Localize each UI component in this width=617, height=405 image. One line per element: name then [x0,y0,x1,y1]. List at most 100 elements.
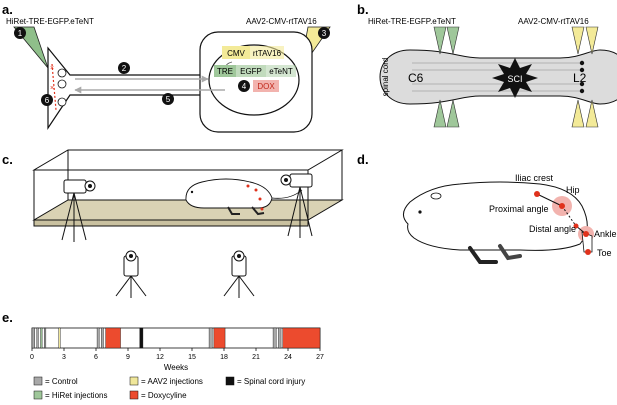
panel-d-label: d. [357,152,369,167]
rat-front-leg-2 [498,244,522,261]
timeline-segment-control-9 [208,327,213,349]
segment-hip-knee [561,205,577,227]
step-4-label: 4 [242,82,247,91]
rat-body [403,181,588,251]
toe-label: Toe [597,248,612,258]
step-1-label: 1 [18,29,23,38]
legend-label-dox: = Doxycyline [141,391,187,400]
l2-label: L2 [573,71,587,85]
timeline-segment-control-12 [278,327,282,349]
timeline-xlabel: Weeks [164,363,188,372]
c6-label: C6 [408,71,424,85]
l2-top-cone-right [585,26,599,55]
timeline-tick-label-6: 6 [94,354,98,361]
hip-label: Hip [566,185,580,195]
cmv-box [222,46,250,59]
panel-b-right-injection: AAV2-CMV-rtTAV16 [518,17,589,26]
panel-d: d. Iliac crest Hip Proximal angle Distal… [357,152,617,264]
sci-burst [492,58,538,98]
tre-box [214,65,236,77]
legend-swatch-aav2 [129,376,139,386]
dox-label: DOX [257,82,275,91]
tre-label: TRE [217,67,233,76]
step-2-label: 2 [122,64,127,73]
dox-box [253,80,279,92]
rat-ear [430,192,442,200]
timeline-segment-dox-7 [105,327,121,349]
timeline-tick-label-21: 21 [252,354,260,361]
segment-iliac-hip [536,193,563,207]
legend-swatch-control [33,376,43,386]
timeline-legend: = Control= HiRet injections= AAV2 inject… [33,376,305,400]
rttav16-box [250,46,284,59]
camera-right [280,173,313,238]
c6-bottom-cone-left [433,99,447,128]
timeline-segment-control-5 [96,327,100,349]
l2-bottom-cone-left [571,99,585,128]
marker-hip [559,203,565,209]
marker-iliac-crest [534,191,540,197]
timeline-segment-control-0 [31,327,35,349]
camera-left [61,179,96,242]
egfp-box [236,65,266,77]
timeline-segment-control-6 [101,327,104,349]
panel-b: b. HiRet-TRE-EGFP.eTeNT AAV2-CMV-rtTAV16… [357,2,617,128]
step-5-badge [162,93,174,105]
runway-top [32,149,344,171]
cmv-label: CMV [227,49,245,58]
iliac-crest-label: Iliac crest [515,173,554,183]
panel-a-label: a. [2,2,13,17]
proximal-angle-label: Proximal angle [489,204,549,214]
motor-neuron-2 [579,67,585,73]
l2-bottom-cone-right [585,99,599,128]
timeline-segment-sci-8 [139,327,144,349]
step-3-label: 3 [322,29,327,38]
timeline-tick-label-9: 9 [126,354,130,361]
c6-top-cone-left [433,26,447,55]
timeline-tick-label-15: 15 [188,354,196,361]
distal-angle-label: Distal angle [529,224,576,234]
timeline-tick-label-18: 18 [220,354,228,361]
block-mark-1: × [50,65,54,72]
motor-neuron-4 [579,88,585,94]
timeline-segment-dox-13 [282,327,321,349]
step-5-label: 5 [166,95,171,104]
egfp-label: EGFP [240,67,262,76]
spinal-cord-label: spinal cord [381,58,390,97]
synapse-3 [57,97,67,107]
panel-b-left-injection: HiRet-TRE-EGFP.eTeNT [368,17,456,26]
timeline-tick-label-3: 3 [62,354,66,361]
step-3-badge [318,27,330,39]
legend-label-control: = Control [45,377,78,386]
marker-ankle [583,231,589,237]
step-6-label: 6 [45,96,50,105]
panel-b-label: b. [357,2,369,17]
legend-swatch-sci [225,376,235,386]
timeline-segment-control-3 [44,327,47,349]
legend-label-hiret: = HiRet injections [45,391,107,400]
legend-swatch-dox [129,390,139,400]
runway-rat [185,178,303,216]
runway-floor-edge [33,219,309,227]
step-4-badge [238,80,250,92]
synapse-2 [57,79,67,89]
etent-label: eTeNT [269,67,293,76]
panel-a-right-injection: AAV2-CMV-rtTAV16 [246,17,317,26]
timeline-tick-label-0: 0 [30,354,34,361]
panel-c-label: c. [2,152,13,167]
camera-bottom-right [223,250,255,298]
camera-bottom-left [115,250,147,298]
timeline-segment-hiret-2 [40,327,43,349]
legend-swatch-hiret [33,390,43,400]
panel-a: a. HiRet-TRE-EGFP.eTeNT AAV2-CMV-rtTAV16… [2,2,331,133]
legend-label-sci: = Spinal cord injury [237,377,305,386]
step-1-badge [14,27,26,39]
rttav16-label: rtTAV16 [253,49,282,58]
block-mark-2: × [50,85,54,92]
etent-box [266,65,296,77]
timeline-segment-control-1 [36,327,39,349]
panel-a-left-injection: HiRet-TRE-EGFP.eTeNT [6,17,94,26]
